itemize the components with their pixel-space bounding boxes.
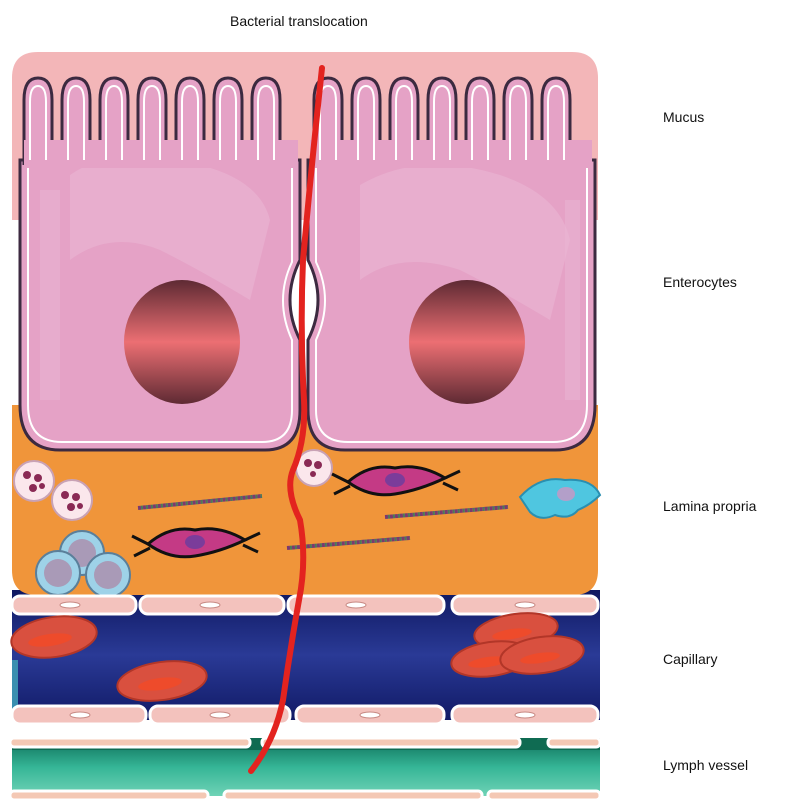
neutrophil	[52, 480, 92, 520]
neutrophil	[14, 461, 54, 501]
nucleus-left	[124, 280, 240, 404]
nucleus-right	[409, 280, 525, 404]
lymph-endothelium-bottom	[10, 791, 600, 800]
lymph-endothelium-top	[10, 738, 600, 747]
enterocyte-left	[20, 78, 300, 450]
enterocyte-right	[308, 78, 595, 450]
capillary-endothelium-top	[12, 596, 598, 614]
neutrophil	[296, 450, 332, 486]
capillary-endothelium-bottom	[12, 706, 598, 724]
